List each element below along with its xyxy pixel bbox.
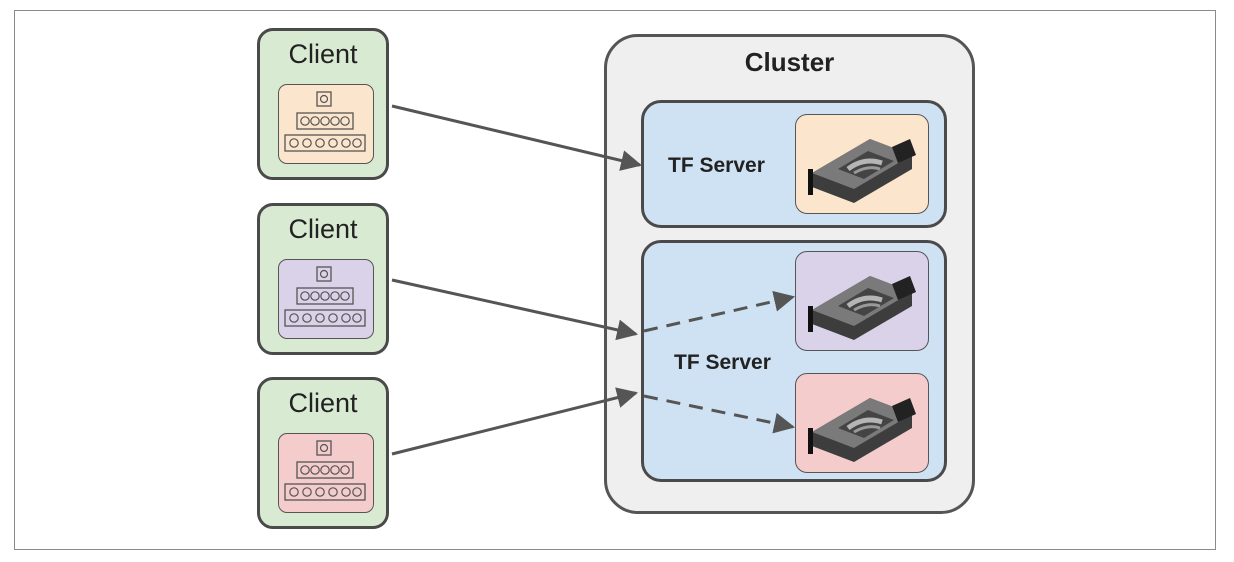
tf-server-label: TF Server [668, 154, 765, 177]
client-node-1: Client [257, 28, 389, 180]
process-stack-icon [278, 259, 374, 339]
client-label: Client [288, 214, 358, 244]
client-label: Client [288, 388, 358, 418]
cluster-title: Cluster [744, 47, 835, 77]
tf-server-label: TF Server [674, 351, 771, 374]
arrow-client3-to-server2 [391, 387, 639, 456]
process-stack-icon [278, 433, 374, 513]
dashed-arrow-to-gpu-purple [643, 290, 796, 333]
client-node-2: Client [257, 203, 389, 355]
process-stack-icon [278, 84, 374, 164]
arrow-client2-to-server2 [391, 278, 639, 341]
arrow-client1-to-server1 [391, 104, 643, 171]
gpu-card-icon [795, 373, 929, 473]
gpu-card-icon [795, 251, 929, 351]
dashed-arrow-to-gpu-red [643, 394, 796, 434]
client-label: Client [288, 39, 358, 69]
gpu-card-icon [795, 114, 929, 214]
client-node-3: Client [257, 377, 389, 529]
figure-frame [14, 10, 1216, 550]
